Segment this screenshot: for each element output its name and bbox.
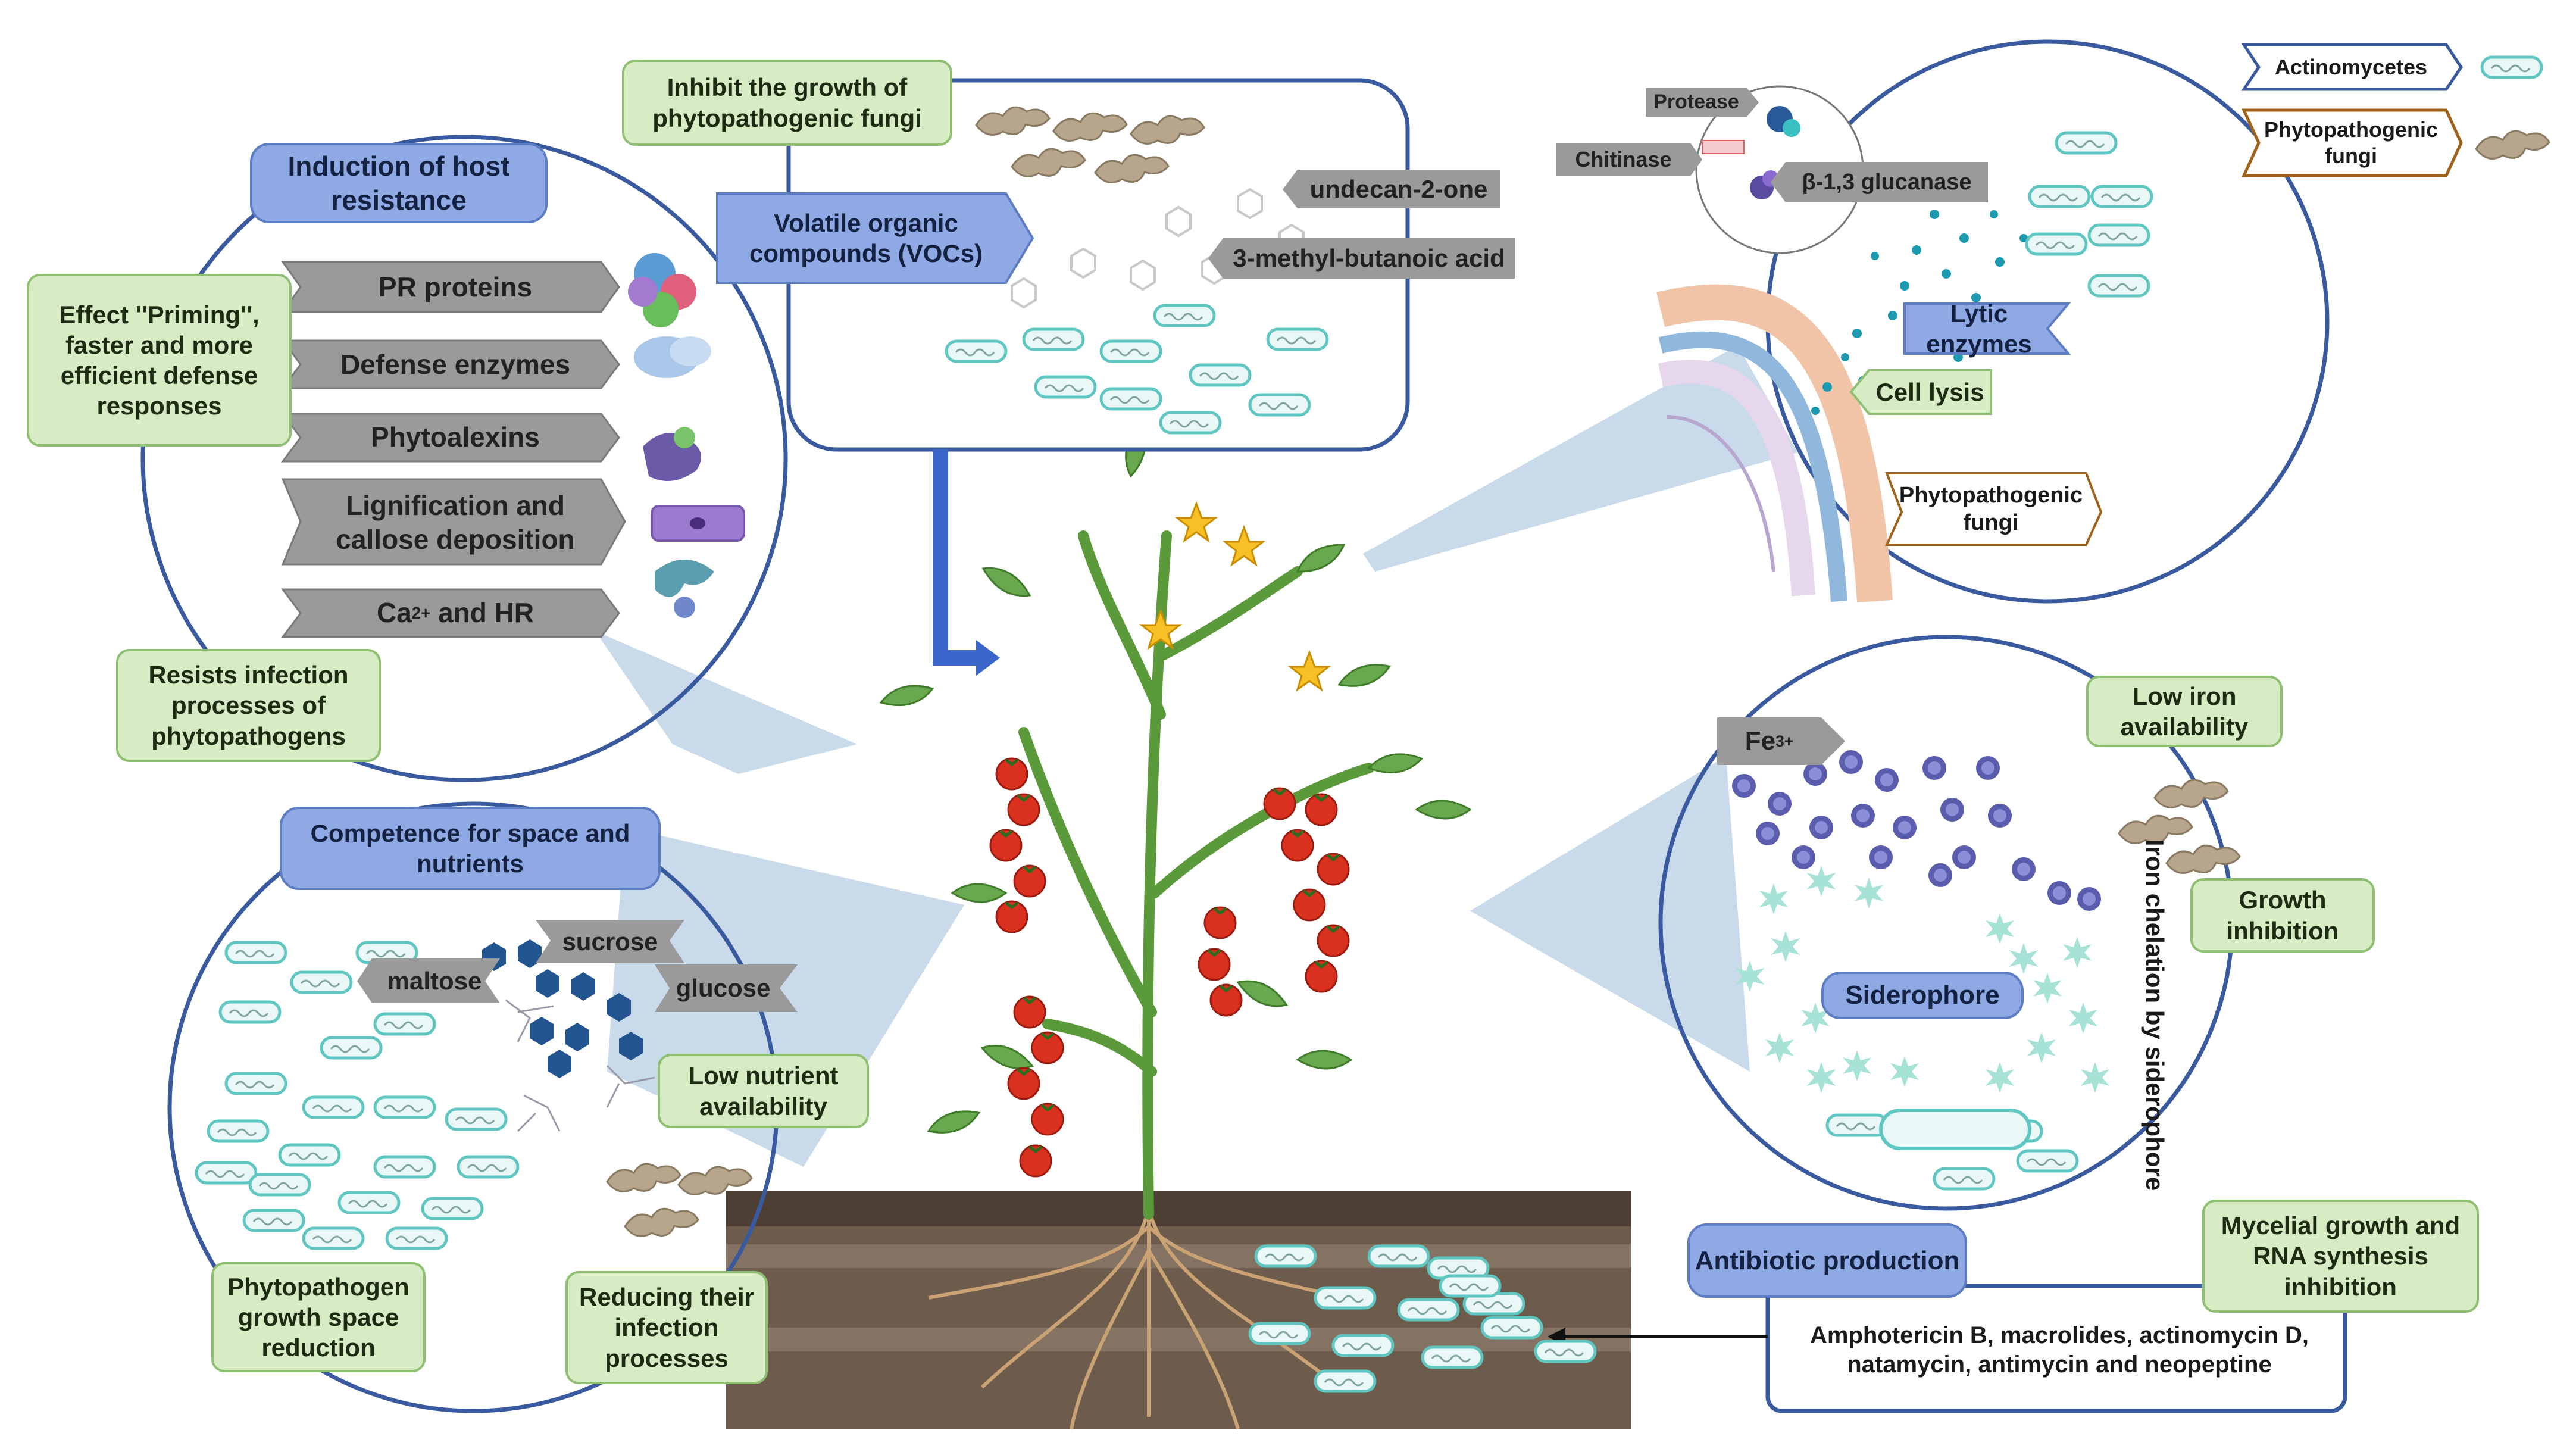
maltose-arrow — [357, 958, 500, 1003]
methyl-arrow — [1208, 238, 1515, 279]
resistance-icons — [628, 253, 745, 618]
host-resistance-title: Induction of host resistance — [250, 143, 548, 223]
lytic-fungi-label: Phytopathogenic fungi — [1899, 482, 2083, 535]
voc-title: Volatile organic compounds (VOCs) — [749, 208, 983, 267]
cone-right-mid — [1470, 756, 1750, 1072]
low-nutrient-box: Low nutrient availability — [658, 1054, 869, 1128]
phytoalexins-label: Phytoalexins — [371, 421, 540, 453]
protease-arrow — [1646, 88, 1759, 117]
reducing-infection-box: Reducing their infection processes — [565, 1271, 768, 1384]
lytic-enzymes-arrow — [1903, 302, 2071, 355]
legend-actinomycetes: Actinomycetes — [2274, 55, 2428, 80]
cell-lysis-label: Cell lysis — [1875, 377, 1984, 406]
chitinase-arrow — [1556, 143, 1702, 176]
sucrose-label: sucrose — [562, 927, 658, 956]
maltose-label: maltose — [387, 966, 482, 995]
inhibit-growth-box: Inhibit the growth of phytopathogenic fu… — [622, 60, 952, 146]
enzyme-molecules — [1750, 106, 1800, 199]
phytoalexin-icon — [643, 427, 701, 481]
lytic-bacteria — [2027, 133, 2152, 296]
legend-phytopathogenic-fungi: Phytopathogenic fungi — [2264, 117, 2438, 168]
fe-text: Fe — [1745, 726, 1776, 756]
tomato-plant — [877, 421, 1471, 1220]
calcium-channel-icon — [655, 560, 714, 618]
ca-text: Ca — [376, 597, 412, 629]
chitin-chain — [1702, 140, 1745, 154]
voc-title-arrow — [716, 192, 1034, 284]
fe-arrow — [1717, 717, 1845, 765]
pr-proteins-label: PR proteins — [378, 271, 533, 303]
sugar-molecules — [482, 939, 643, 1078]
glucanase-arrow — [1771, 162, 1988, 202]
fungi-label-arrow — [1884, 472, 2103, 546]
cone-left-top — [595, 631, 857, 774]
host-resistance-circle — [140, 135, 788, 782]
space-reduction-box: Phytopathogen growth space reduction — [211, 1262, 426, 1372]
undecan-label: undecan-2-one — [1309, 174, 1488, 203]
lytic-enzymes-label: Lytic enzymes — [1926, 299, 2032, 358]
growth-inhibition-box: Growth inhibition — [2190, 878, 2375, 953]
antibiotic-box — [1765, 1284, 2347, 1413]
resists-infection-box: Resists infection processes of phytopath… — [116, 649, 381, 762]
low-iron-box: Low iron availability — [2086, 676, 2283, 747]
glucose-label: glucose — [676, 974, 771, 1003]
priming-box: Effect ''Priming'', faster and more effi… — [27, 274, 292, 447]
hr-text: and HR — [430, 597, 534, 629]
mycelial-inhibition-box: Mycelial growth and RNA synthesis inhibi… — [2202, 1200, 2479, 1313]
lignification-label: Lignification and callose deposition — [336, 490, 575, 555]
protein-cluster-icon — [628, 253, 696, 327]
soil — [726, 1191, 1631, 1429]
protease-label: Protease — [1653, 90, 1739, 114]
cell-lysis-arrow — [1849, 369, 1992, 415]
iron-chelation-label: Iron chelation by siderophore — [2140, 839, 2169, 1191]
glucose-arrow — [655, 964, 798, 1012]
legend-shapes — [2241, 43, 2550, 177]
hyphae-lines — [505, 999, 655, 1132]
enzyme-blob-icon — [634, 336, 711, 378]
iron-bacteria — [1827, 1109, 2077, 1189]
antibiotic-title: Antibiotic production — [1687, 1223, 1967, 1298]
undecan-arrow — [1283, 170, 1500, 208]
sucrose-arrow — [536, 920, 684, 963]
fungal-cell-wall — [1656, 284, 1893, 603]
cell-icon — [651, 505, 745, 542]
fe-particles — [1732, 750, 2101, 911]
siderophore-label: Siderophore — [1821, 972, 2024, 1019]
methyl-butanoic-label: 3-methyl-butanoic acid — [1233, 244, 1505, 273]
antibiotic-list: Amphotericin B, macrolides, actinomycin … — [1810, 1322, 2309, 1378]
cone-right-top — [1363, 345, 1797, 572]
resistance-arrows — [281, 261, 626, 638]
competence-title: Competence for space and nutrients — [280, 807, 661, 890]
chitinase-label: Chitinase — [1575, 147, 1672, 172]
glucanase-label: β-1,3 glucanase — [1802, 169, 1972, 195]
defense-enzymes-label: Defense enzymes — [340, 349, 571, 380]
voc-arrow — [933, 449, 976, 666]
